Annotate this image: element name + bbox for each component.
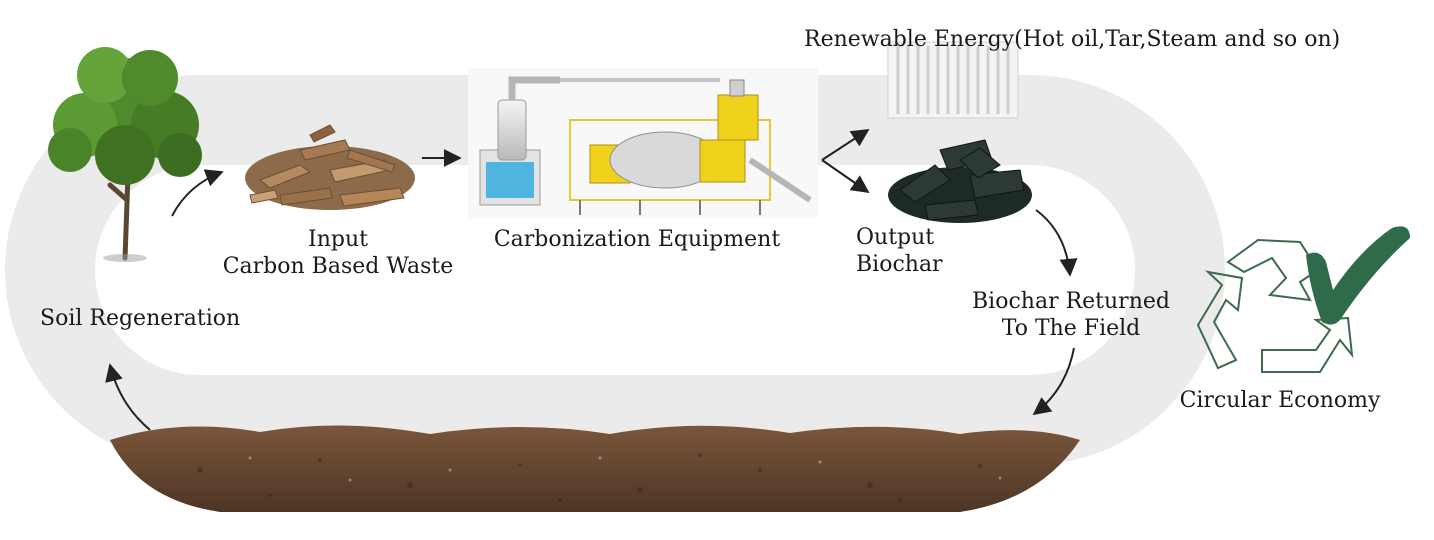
carbonization-machine-icon — [468, 68, 818, 218]
loop-track — [5, 75, 1225, 465]
output-label-line2: Biochar — [856, 252, 943, 277]
checkmark-icon — [1306, 226, 1410, 325]
wood-chips-icon — [245, 124, 415, 210]
biochar-returned-label: Biochar Returned To The Field — [958, 288, 1184, 342]
arrow-tree-to-input — [171, 169, 224, 217]
arrow-to-biochar — [821, 159, 870, 194]
input-label-line2: Carbon Based Waste — [222, 254, 454, 279]
biochar-returned-line1: Biochar Returned — [972, 289, 1170, 314]
input-label: Input Carbon Based Waste — [198, 226, 478, 280]
arrow-to-renewable — [821, 129, 870, 161]
biochar-returned-line2: To The Field — [1001, 316, 1141, 341]
radiator-icon — [887, 41, 1019, 119]
tree-icon — [48, 47, 202, 262]
arrow-biochar-to-field — [1035, 209, 1078, 277]
arrow-field-to-soil — [1032, 347, 1075, 416]
carbonization-equipment-label: Carbonization Equipment — [493, 227, 781, 252]
soil-icon — [110, 425, 1080, 512]
renewable-energy-label: Renewable Energy(Hot oil,Tar,Steam and s… — [804, 27, 1341, 52]
biochar-pile-icon — [888, 139, 1032, 223]
arrow-soil-to-tree — [105, 363, 151, 431]
output-label: Output Biochar — [856, 224, 943, 278]
circular-economy-label: Circular Economy — [1179, 388, 1381, 413]
output-label-line1: Output — [856, 225, 935, 250]
input-label-line1: Input — [308, 227, 368, 252]
soil-regeneration-label: Soil Regeneration — [40, 306, 241, 331]
